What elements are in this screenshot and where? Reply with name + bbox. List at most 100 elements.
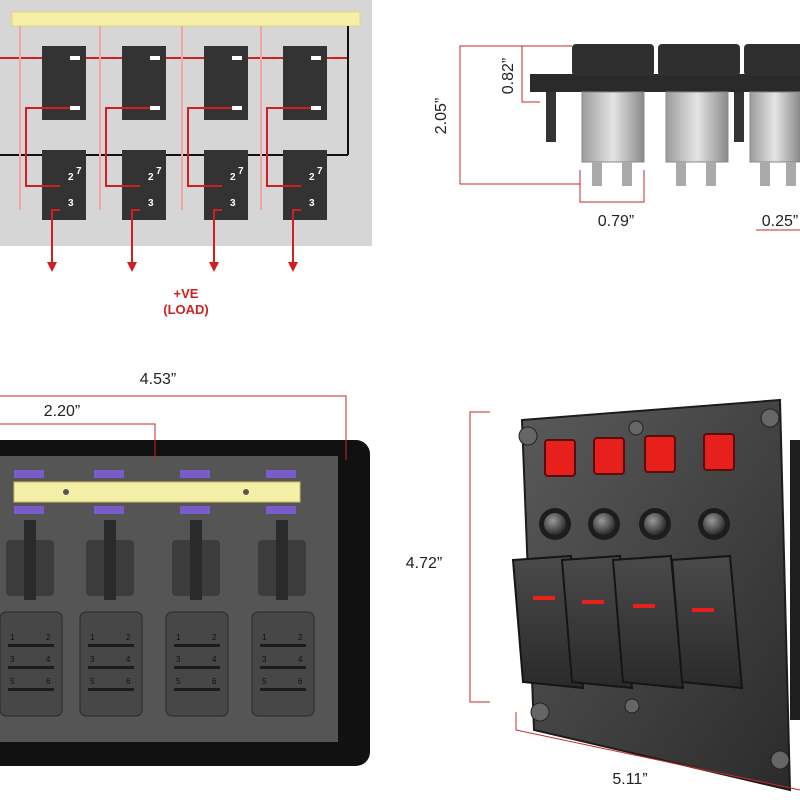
- back-switch-housing: [165, 611, 229, 717]
- back-terminal-label: 3: [176, 655, 181, 664]
- wiring-unit-3: 273: [181, 26, 248, 272]
- back-led-indicator: [180, 470, 210, 478]
- back-terminal-label: 6: [46, 677, 51, 686]
- back-dim-total-line: [0, 395, 347, 460]
- side-switch-body-3: [749, 91, 800, 163]
- back-led-indicator: [14, 470, 44, 478]
- wiring-pin-label: 7: [76, 166, 82, 177]
- back-switch-housing: [0, 611, 63, 717]
- wiring-pin-label: 2: [68, 172, 74, 183]
- back-terminal-bar: [88, 644, 134, 647]
- front-fuse-knob: [593, 513, 615, 535]
- side-switch-body-1: [581, 91, 645, 163]
- back-led-indicator: [14, 506, 44, 514]
- wiring-upper-terminal: [150, 106, 160, 110]
- front-indicator-lamp: [644, 435, 676, 473]
- dim-height-label: 2.05”: [433, 98, 450, 134]
- front-rocker-led: [692, 608, 714, 612]
- back-led-indicator: [180, 506, 210, 514]
- back-dim-half-line: [0, 423, 156, 460]
- dim-front-height-label: 4.72”: [406, 555, 442, 572]
- front-mount-hole-bottom: [624, 698, 640, 714]
- dim-panel-label: 0.82”: [500, 58, 517, 94]
- wiring-pin-label: 3: [230, 198, 236, 209]
- wiring-pin-label: 2: [148, 172, 154, 183]
- wiring-pin-label: 7: [238, 166, 244, 177]
- back-terminal-label: 5: [176, 677, 181, 686]
- front-dim-height-line: [469, 411, 490, 703]
- wiring-pin-label: 2: [309, 172, 315, 183]
- back-busbar: [13, 481, 301, 503]
- wiring-unit-4: 273: [260, 26, 327, 272]
- back-terminal-bar: [260, 644, 306, 647]
- front-mount-hole-br: [770, 750, 790, 770]
- front-mount-hole-top: [628, 420, 644, 436]
- back-terminal-bar: [174, 644, 220, 647]
- front-rocker-led: [533, 596, 555, 600]
- front-unit-3: [611, 435, 685, 690]
- front-rocker-led: [633, 604, 655, 608]
- back-terminal-label: 1: [176, 633, 181, 642]
- side-dim-height-bracket: [459, 45, 580, 185]
- back-terminal-label: 3: [262, 655, 267, 664]
- side-terminal: [676, 162, 686, 186]
- wiring-output-wire: [213, 209, 222, 268]
- wiring-pin-label: 7: [156, 166, 162, 177]
- back-terminal-bar: [8, 688, 54, 691]
- wiring-unit-1: 27 3: [19, 26, 86, 272]
- wiring-upper-terminal: [150, 56, 160, 60]
- wiring-output-wire: [131, 209, 140, 268]
- busbar-screw-left: [63, 489, 69, 495]
- back-terminal-bar: [260, 688, 306, 691]
- front-unit-4: [670, 433, 744, 690]
- wiring-upper-terminal: [232, 56, 242, 60]
- back-terminal-bar: [88, 666, 134, 669]
- back-terminal-label: 6: [212, 677, 217, 686]
- front-fuse-knob: [544, 513, 566, 535]
- side-terminal: [760, 162, 770, 186]
- back-terminal-label: 4: [126, 655, 131, 664]
- back-terminal-label: 4: [298, 655, 303, 664]
- side-terminal: [622, 162, 632, 186]
- front-panel-side: [790, 440, 800, 720]
- back-terminal-label: 2: [126, 633, 131, 642]
- wiring-output-wire: [292, 209, 301, 268]
- side-terminal: [786, 162, 796, 186]
- front-mount-hole-bl: [530, 702, 550, 722]
- wiring-upper-terminal: [70, 106, 80, 110]
- load-label-line1: +VE: [174, 286, 199, 301]
- back-terminal-bar: [8, 644, 54, 647]
- wiring-upper-terminal: [232, 106, 242, 110]
- front-rocker-led: [582, 600, 604, 604]
- back-terminal-bar: [260, 666, 306, 669]
- front-fuse-knob: [644, 513, 666, 535]
- front-indicator-lamp: [593, 437, 625, 475]
- wiring-output-arrow: [288, 262, 298, 272]
- back-terminal-label: 3: [90, 655, 95, 664]
- wiring-unit-2: 273: [99, 26, 166, 272]
- back-terminal-label: 4: [212, 655, 217, 664]
- back-terminal-label: 2: [46, 633, 51, 642]
- wiring-red-jumper: [187, 107, 232, 187]
- wiring-busbar: [11, 11, 361, 27]
- back-terminal-bar: [8, 666, 54, 669]
- back-switch-housing: [79, 611, 143, 717]
- back-terminal-label: 4: [46, 655, 51, 664]
- side-rocker-3: [744, 44, 800, 76]
- back-terminal-label: 5: [90, 677, 95, 686]
- front-view: 4.72” 5.11”: [406, 398, 800, 792]
- wiring-red-jumper: [266, 107, 311, 187]
- wiring-output-wire: [51, 209, 60, 268]
- back-terminal-label: 2: [212, 633, 217, 642]
- back-unit-3: 1 2 3 4 5 6: [165, 470, 229, 717]
- wiring-upper-terminal: [311, 106, 321, 110]
- side-switch-body-2: [665, 91, 729, 163]
- wiring-pin-label: 3: [68, 198, 74, 209]
- side-rocker-2: [658, 44, 740, 76]
